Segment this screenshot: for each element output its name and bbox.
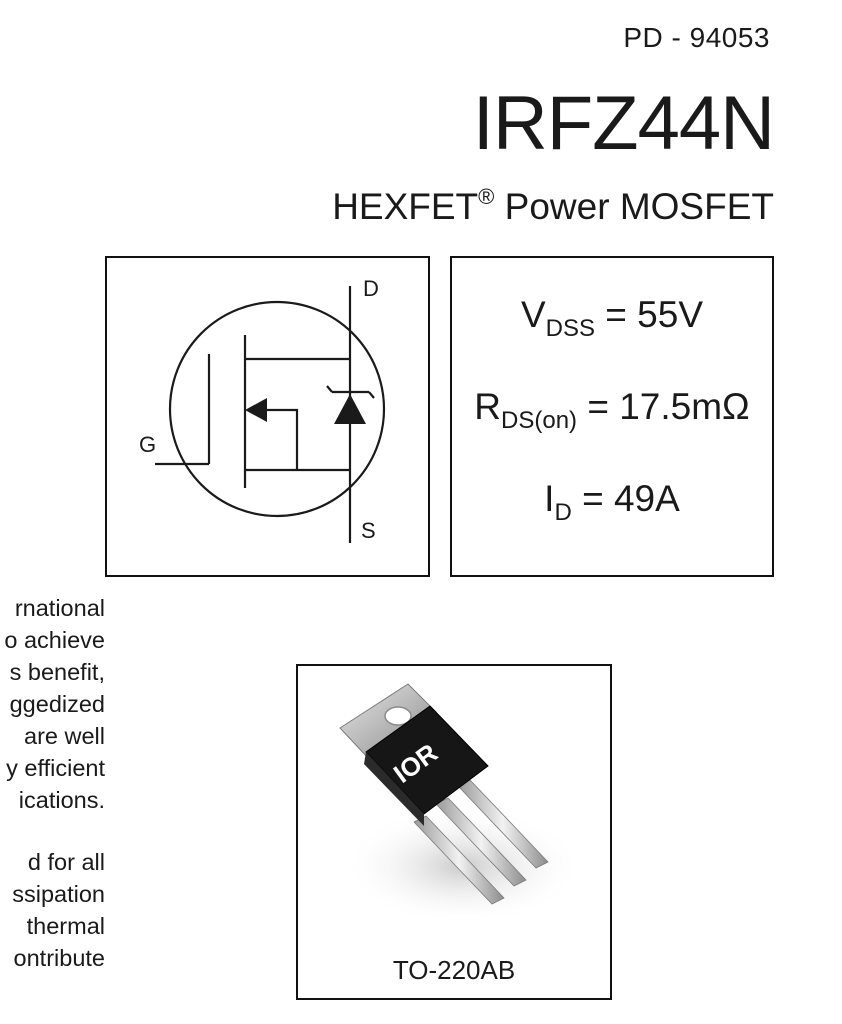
package-label: TO-220AB [392,955,516,985]
subtitle-rest: Power MOSFET [494,186,774,227]
spec-rds-on: RDS(on) = 17.5mΩ [474,386,750,434]
part-number-title: IRFZ44N [472,81,775,166]
desc-line: d for all [27,849,105,875]
drain-label: D [363,276,379,301]
source-label: S [361,518,376,543]
desc-line: rnational [14,595,105,621]
document-number: PD - 94053 [623,22,770,53]
symbol-circle [168,300,386,518]
product-subtitle: HEXFET® Power MOSFET [332,184,774,228]
desc-line: ssipation [12,881,105,907]
to220-package-image: IOR [339,683,583,926]
diode-cathode-tip-left [326,385,333,393]
desc-line: thermal [26,913,105,939]
mounting-hole-icon [384,706,412,726]
package-image-box: IOR TO-220AB [296,664,612,1000]
spec-vdss: VDSS = 55V [520,294,704,342]
mosfet-symbol-diagram: D G S [139,276,386,543]
key-specs-box: VDSS = 55V RDS(on) = 17.5mΩ ID = 49A [450,256,774,577]
desc-line: are well [24,723,105,749]
epoxy-body [365,705,489,815]
registered-mark: ® [478,184,495,209]
desc-line: y efficient [6,755,105,781]
mosfet-symbol-box: D G S [105,256,430,577]
desc-line: s benefit, [9,659,105,685]
description-text: rnational o achieve s benefit, ggedized … [4,592,105,974]
body-arrow-icon [245,398,267,422]
diode-cathode-tip-right [368,391,375,399]
spec-id: ID = 49A [544,478,680,526]
desc-line: ggedized [9,691,105,717]
gate-label: G [139,432,156,457]
package-leads [413,779,549,905]
desc-line: o achieve [4,627,105,653]
body-diode-icon [334,394,366,424]
desc-line: ontribute [13,945,105,971]
body-connect-line [257,408,299,470]
epoxy-body-side [364,752,424,826]
subtitle-hexfet: HEXFET [332,186,479,227]
desc-line: ications. [18,787,105,813]
